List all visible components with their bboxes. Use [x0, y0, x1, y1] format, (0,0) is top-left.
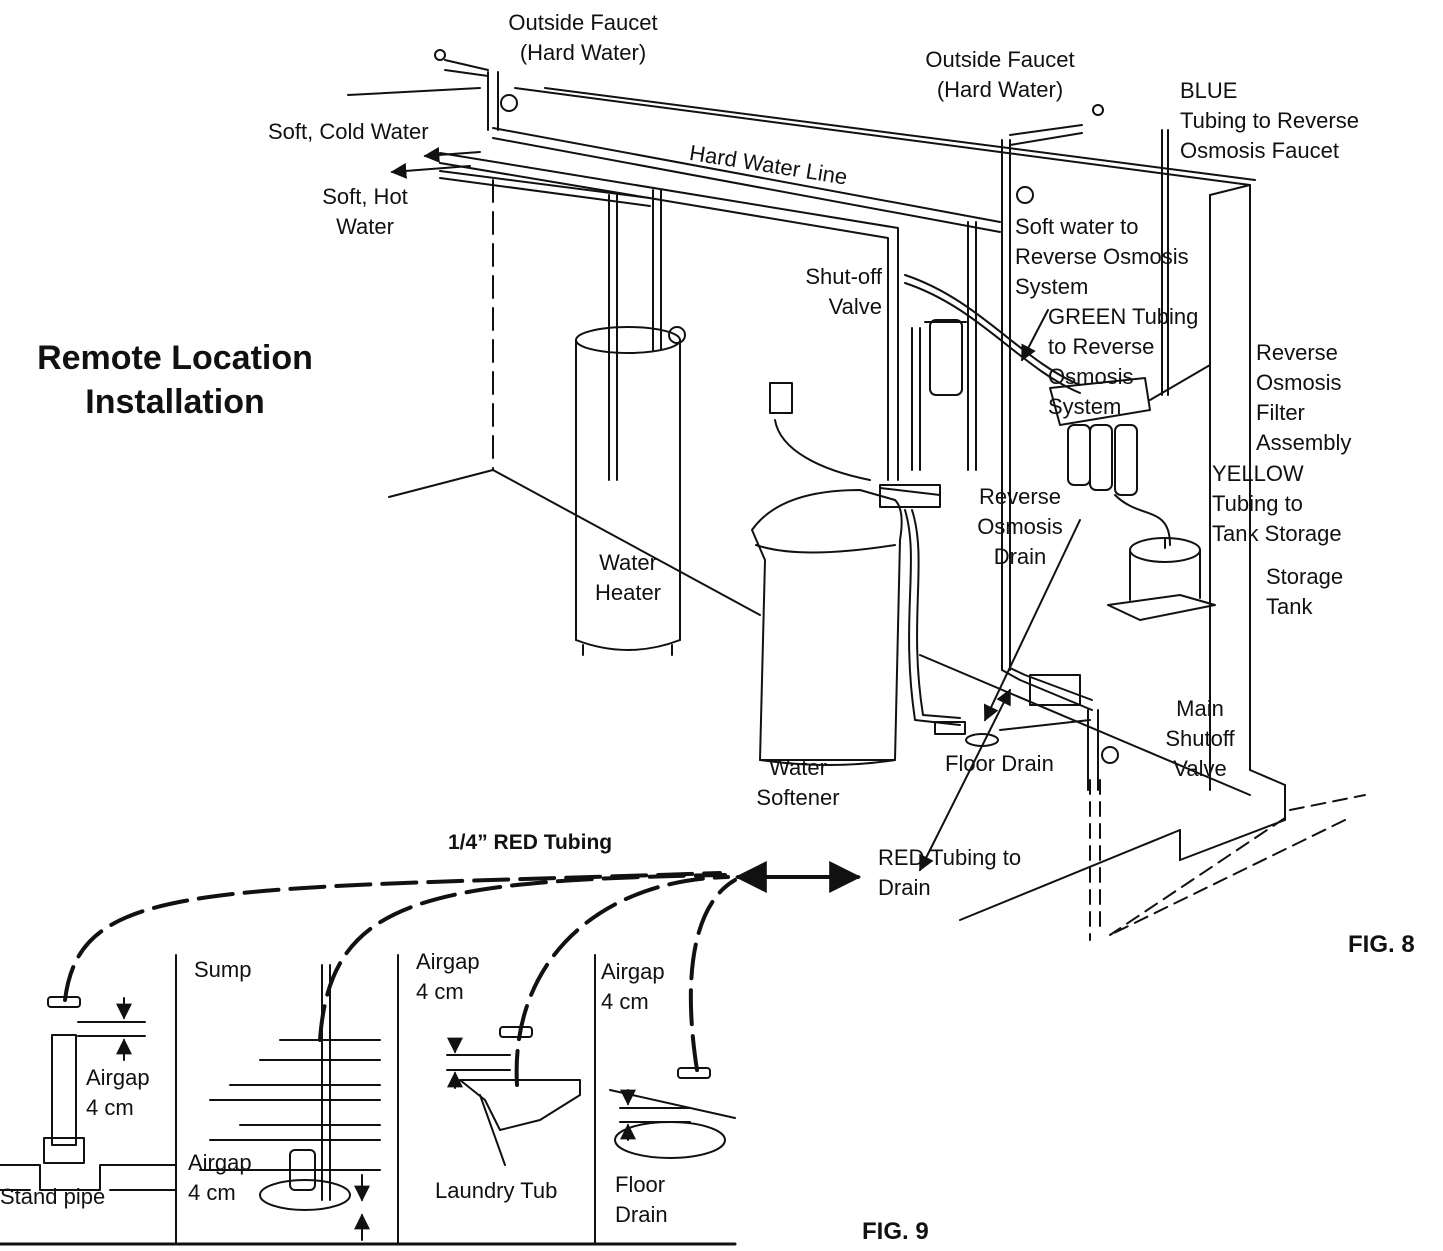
outlet-shape [769, 382, 871, 481]
storage-tank-label: Storage Tank [1266, 564, 1344, 619]
water-softener-label: Water Softener [756, 755, 840, 810]
water-softener-shape [751, 484, 999, 766]
floor-drain-small-label: Floor Drain [615, 1172, 668, 1227]
main-shutoff-valve-label: Main Shutoff Valve [1165, 696, 1235, 781]
yellow-tubing-label: YELLOW Tubing to Tank Storage [1212, 461, 1342, 546]
soft-water-to-ro-label: Soft water to Reverse Osmosis System [1015, 214, 1189, 299]
soft-water-arrows [390, 146, 481, 179]
airgap-floor-label: Airgap 4 cm [601, 959, 665, 1014]
fig8-label: FIG. 8 [1348, 931, 1415, 958]
outside-faucet-left-label: Outside Faucet (Hard Water) [508, 10, 658, 65]
page-title: Remote Location Installation [37, 339, 313, 421]
water-heater-label: Water Heater [594, 550, 662, 605]
floor-drain-label: Floor Drain [945, 751, 1054, 776]
laundry-tub-label: Laundry Tub [435, 1178, 558, 1203]
fig9-panels [0, 954, 737, 1246]
pipes [439, 59, 1171, 791]
outside-faucet-right-label: Outside Faucet (Hard Water) [925, 47, 1075, 102]
green-tubing-label: GREEN Tubing to Reverse Osmosis System [1048, 304, 1199, 419]
ro-drain-label: Reverse Osmosis Drain [977, 484, 1063, 569]
soft-hot-water-label: Soft, Hot Water [322, 184, 408, 239]
shutoff-valve-label: Shut-off Valve [805, 264, 882, 319]
sump-label: Sump [194, 957, 252, 982]
leader-arrows [734, 309, 1081, 893]
storage-tank-shape [1107, 537, 1216, 621]
red-tubing-size-label: 1/4” RED Tubing [448, 831, 613, 854]
blue-tubing-label: BLUE Tubing to Reverse Osmosis Faucet [1180, 78, 1359, 163]
soft-cold-water-label: Soft, Cold Water [268, 119, 429, 144]
standpipe-label: Stand pipe [0, 1184, 106, 1209]
ro-system-shape [1049, 364, 1211, 496]
airgap-sump-label: Airgap 4 cm [188, 1150, 252, 1205]
pre-filter-shape [924, 319, 967, 396]
airgap-laundry-label: Airgap 4 cm [416, 949, 480, 1004]
red-tubing-to-drain-label: RED Tubing to Drain [878, 845, 1022, 900]
water-heater-shape [575, 326, 681, 656]
fig9-label: FIG. 9 [862, 1218, 929, 1245]
room-lines [347, 87, 1366, 941]
valves [434, 49, 1119, 764]
airgap-standpipe-label: Airgap 4 cm [86, 1065, 150, 1120]
ro-filter-assembly-label: Reverse Osmosis Filter Assembly [1256, 340, 1352, 455]
